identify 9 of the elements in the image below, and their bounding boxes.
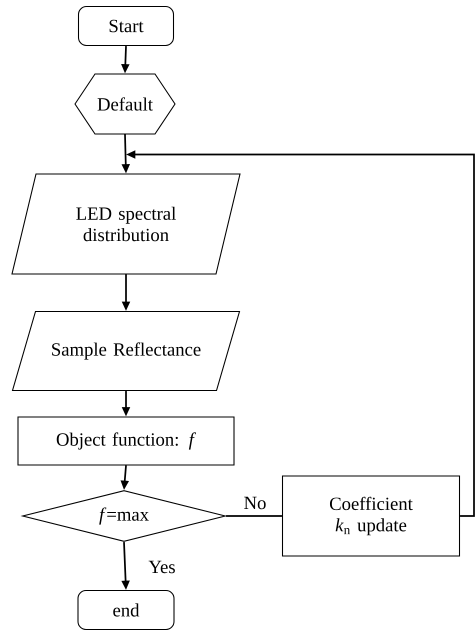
process-box: Object function: f <box>17 416 235 466</box>
input-parallelogram: Sample Reflectance <box>12 310 240 392</box>
process-box: Coefficient k$_{n}$ update <box>282 475 460 557</box>
preparation-hexagon: Default <box>74 73 176 135</box>
terminal-box: Start <box>78 6 174 46</box>
edge-label: Yes <box>147 559 177 575</box>
terminal-box: end <box>77 590 175 630</box>
edge-label: No <box>242 495 268 511</box>
input-parallelogram: LED spectral distribution <box>11 173 241 275</box>
